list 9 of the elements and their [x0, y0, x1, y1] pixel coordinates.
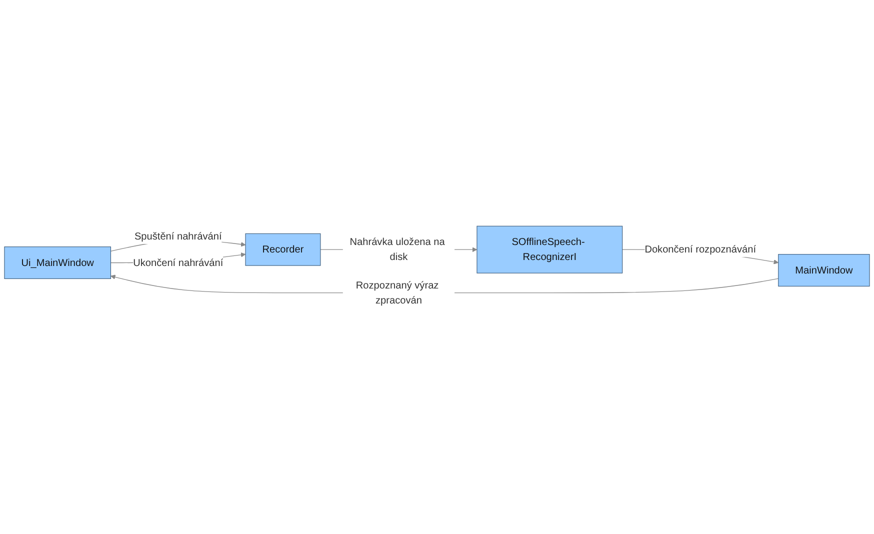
node-box: Ui_MainWindow [4, 246, 111, 279]
edge-label: Spuštění nahrávání [134, 230, 222, 242]
node-box: MainWindow [778, 254, 870, 286]
edge-label: Dokončení rozpoznávání [644, 244, 756, 255]
node-box: Recorder [245, 233, 321, 266]
edge-label: Nahrávka uložena na disk [350, 236, 445, 262]
node-box: SOfflineSpeech- RecognizerI [476, 226, 623, 274]
edge-label: Ukončení nahrávání [133, 256, 224, 268]
edge-label: Rozpoznaný výraz zpracován [356, 279, 439, 306]
